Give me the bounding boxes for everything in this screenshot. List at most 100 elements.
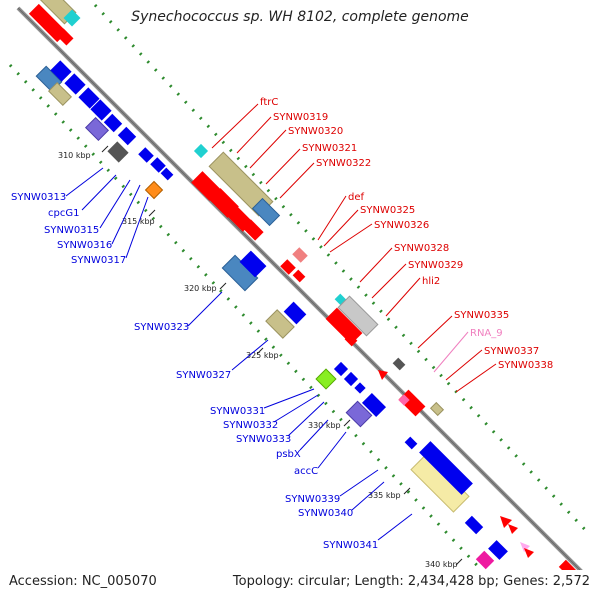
gene-label[interactable]: SYNW0339 bbox=[285, 494, 340, 505]
gene-feature[interactable] bbox=[475, 550, 495, 570]
gene-feature[interactable] bbox=[90, 99, 112, 121]
gene-feature[interactable] bbox=[361, 392, 387, 418]
gene-label[interactable]: SYNW0333 bbox=[236, 434, 291, 445]
right-labels: ftrC SYNW0319 SYNW0320 SYNW0321 SYNW0322… bbox=[260, 97, 553, 371]
gene-label[interactable]: SYNW0338 bbox=[498, 360, 553, 371]
gene-feature[interactable] bbox=[209, 188, 239, 218]
tick-marks bbox=[101, 145, 463, 566]
gene-label[interactable]: ftrC bbox=[260, 97, 278, 108]
gene-label[interactable]: SYNW0321 bbox=[302, 143, 357, 154]
forward-strand-genes bbox=[28, 3, 578, 570]
gene-label[interactable]: SYNW0335 bbox=[454, 310, 509, 321]
gene-feature[interactable] bbox=[283, 301, 307, 325]
gene-label[interactable]: SYNW0315 bbox=[44, 225, 99, 236]
gene-feature[interactable] bbox=[191, 171, 221, 201]
reverse-strand-genes bbox=[35, 0, 508, 570]
gene-label[interactable]: SYNW0331 bbox=[210, 406, 265, 417]
gene-label[interactable]: SYNW0319 bbox=[273, 112, 328, 123]
gene-feature[interactable] bbox=[56, 28, 74, 46]
gene-feature[interactable] bbox=[344, 333, 358, 347]
tick-labels: 310 kbp 315 kbp 320 kbp 325 kbp 330 kbp … bbox=[58, 151, 458, 569]
gene-feature[interactable] bbox=[337, 295, 379, 337]
gene-feature[interactable] bbox=[47, 81, 73, 107]
gene-feature[interactable] bbox=[50, 60, 72, 82]
gene-feature[interactable] bbox=[117, 126, 137, 146]
accession-text: Accession: NC_005070 bbox=[9, 574, 157, 589]
gene-label[interactable]: SYNW0326 bbox=[374, 220, 429, 231]
gene-feature[interactable] bbox=[500, 516, 512, 528]
gene-label[interactable]: accC bbox=[294, 466, 318, 477]
gene-feature[interactable] bbox=[193, 143, 209, 159]
gene-feature[interactable] bbox=[354, 382, 366, 394]
gene-feature[interactable] bbox=[429, 401, 445, 417]
backbone bbox=[16, 6, 583, 570]
gene-feature[interactable] bbox=[520, 542, 530, 552]
topology-summary: Topology: circular; Length: 2,434,428 bp… bbox=[232, 574, 590, 589]
gene-feature[interactable] bbox=[280, 259, 296, 275]
gene-label[interactable]: SYNW0317 bbox=[71, 255, 126, 266]
gene-label[interactable]: SYNW0332 bbox=[223, 420, 278, 431]
gene-feature[interactable] bbox=[84, 116, 110, 142]
right-leaders bbox=[211, 103, 497, 393]
gene-label[interactable]: SYNW0313 bbox=[11, 192, 66, 203]
gene-label[interactable]: SYNW0325 bbox=[360, 205, 415, 216]
gene-label[interactable]: SYNW0322 bbox=[316, 158, 371, 169]
tick-label: 340 kbp bbox=[425, 560, 458, 569]
gene-label[interactable]: SYNW0337 bbox=[484, 346, 539, 357]
gene-feature[interactable] bbox=[107, 141, 129, 163]
gene-feature[interactable] bbox=[265, 309, 295, 339]
left-leaders bbox=[65, 167, 413, 541]
gene-feature[interactable] bbox=[64, 73, 86, 95]
gene-label[interactable]: SYNW0340 bbox=[298, 508, 353, 519]
gene-feature[interactable] bbox=[239, 250, 267, 278]
gene-feature[interactable] bbox=[508, 524, 518, 534]
gene-feature[interactable] bbox=[419, 441, 473, 495]
tick-label: 325 kbp bbox=[246, 351, 279, 360]
tick-label: 310 kbp bbox=[58, 151, 91, 160]
gene-feature[interactable] bbox=[315, 368, 337, 390]
gene-feature[interactable] bbox=[464, 515, 484, 535]
gene-feature[interactable] bbox=[524, 548, 534, 558]
gene-feature[interactable] bbox=[325, 307, 363, 345]
left-labels: SYNW0313 cpcG1 SYNW0315 SYNW0316 SYNW031… bbox=[11, 192, 378, 551]
gene-label[interactable]: RNA_9 bbox=[470, 328, 503, 339]
gene-feature[interactable] bbox=[242, 219, 264, 241]
gene-feature[interactable] bbox=[292, 247, 308, 263]
gene-feature[interactable] bbox=[251, 197, 281, 227]
gene-feature[interactable] bbox=[488, 540, 508, 560]
gene-feature[interactable] bbox=[404, 436, 418, 450]
tick-label: 320 kbp bbox=[184, 284, 217, 293]
gene-label[interactable]: SYNW0328 bbox=[394, 243, 449, 254]
gene-feature[interactable] bbox=[345, 400, 373, 428]
gene-feature[interactable] bbox=[333, 361, 349, 377]
gene-label[interactable]: SYNW0320 bbox=[288, 126, 343, 137]
gene-label[interactable]: SYNW0327 bbox=[176, 370, 231, 381]
gene-label[interactable]: psbX bbox=[276, 449, 301, 460]
gene-feature[interactable] bbox=[558, 559, 578, 570]
gene-label[interactable]: SYNW0341 bbox=[323, 540, 378, 551]
genome-map: 310 kbp 315 kbp 320 kbp 325 kbp 330 kbp … bbox=[8, 0, 592, 570]
gene-feature[interactable] bbox=[378, 370, 388, 380]
gene-feature[interactable] bbox=[103, 113, 123, 133]
gene-label[interactable]: SYNW0316 bbox=[57, 240, 112, 251]
gene-feature[interactable] bbox=[138, 147, 154, 163]
gene-label[interactable]: SYNW0329 bbox=[408, 260, 463, 271]
gene-feature[interactable] bbox=[63, 9, 81, 27]
gene-label[interactable]: def bbox=[348, 192, 365, 203]
gene-feature[interactable] bbox=[160, 167, 174, 181]
rna9-leader bbox=[433, 331, 469, 373]
tick-label: 335 kbp bbox=[368, 491, 401, 500]
gene-feature[interactable] bbox=[343, 371, 359, 387]
guide-dots-inner-right bbox=[93, 3, 592, 537]
gene-feature[interactable] bbox=[398, 394, 410, 406]
map-title: Synechococcus sp. WH 8102, complete geno… bbox=[131, 9, 469, 25]
gene-feature[interactable] bbox=[150, 157, 166, 173]
gene-feature[interactable] bbox=[28, 3, 68, 43]
gene-label[interactable]: hli2 bbox=[422, 276, 440, 287]
gene-label[interactable]: SYNW0323 bbox=[134, 322, 189, 333]
gene-feature[interactable] bbox=[144, 180, 164, 200]
gene-feature[interactable] bbox=[292, 269, 306, 283]
gene-label[interactable]: cpcG1 bbox=[48, 208, 79, 219]
gene-feature[interactable] bbox=[392, 357, 406, 371]
gene-feature[interactable] bbox=[78, 87, 100, 109]
